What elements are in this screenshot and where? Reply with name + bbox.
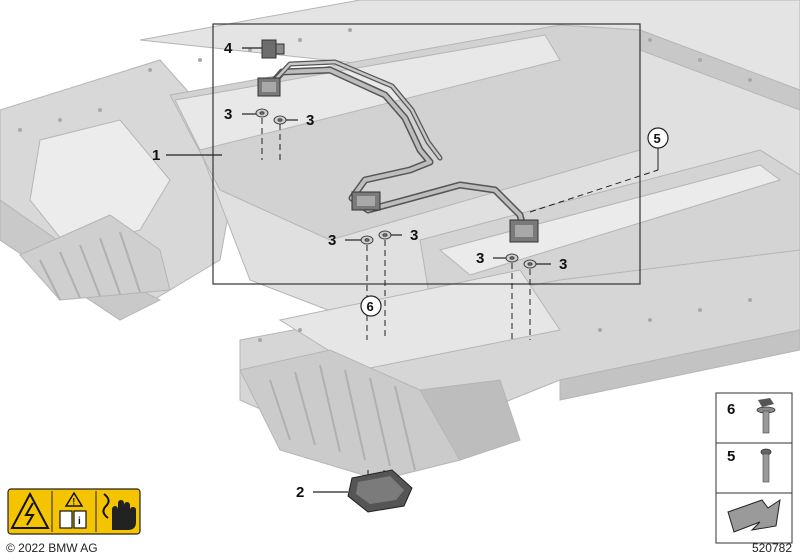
callout-2: 2 (296, 484, 304, 501)
pipe-connector-right[interactable] (509, 219, 539, 243)
screw-icon (760, 448, 772, 483)
callout-6-circle: 6 (360, 295, 382, 317)
svg-text:!: ! (72, 497, 75, 507)
callout-3-b: 3 (306, 112, 314, 129)
callout-1: 1 (152, 147, 160, 164)
coolant-pipe-assembly[interactable] (264, 59, 529, 239)
caution-icon: ! (64, 491, 84, 507)
leader-lines (166, 47, 551, 493)
svg-text:i: i (78, 516, 81, 527)
callout-4: 4 (224, 40, 233, 57)
warning-label: ! i (7, 488, 141, 535)
copyright-text: © 2022 BMW AG (6, 541, 98, 555)
hand-protection-icon (102, 493, 136, 530)
high-voltage-warning-icon (10, 491, 50, 529)
detail-frame (212, 23, 641, 285)
mounting-bracket[interactable] (347, 469, 413, 513)
washers[interactable] (255, 108, 537, 269)
flange-screw-icon (756, 398, 776, 434)
battery-housing (0, 0, 800, 481)
image-id: 520782 (751, 541, 792, 555)
legend-number-6: 6 (727, 401, 735, 418)
pipe-connector-left[interactable] (257, 77, 281, 97)
legend-number-5: 5 (727, 448, 735, 465)
svg-text:5: 5 (654, 131, 661, 146)
callout-3-f: 3 (559, 256, 567, 273)
callout-3-a: 3 (224, 106, 232, 123)
callout-3-e: 3 (476, 250, 484, 267)
read-manual-icon: i (59, 510, 87, 529)
legend-panel: 6 5 (715, 392, 793, 544)
pipe-clip[interactable] (261, 39, 285, 59)
housing-ribs (39, 231, 416, 471)
callout-3-c: 3 (328, 232, 336, 249)
callout-5-circle: 5 (647, 127, 669, 149)
arrow-direction-icon (727, 498, 781, 533)
housing-rivets (18, 28, 752, 342)
svg-text:6: 6 (367, 299, 374, 314)
pipe-connector-middle[interactable] (351, 191, 381, 211)
callout-3-d: 3 (410, 227, 418, 244)
